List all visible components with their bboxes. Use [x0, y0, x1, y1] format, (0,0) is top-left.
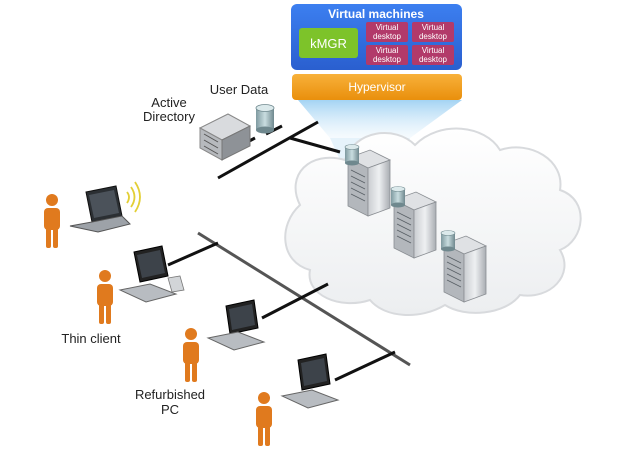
vm-panel-title: Virtual machines [328, 7, 424, 21]
network-link-client2 [261, 282, 329, 320]
network-link-cloud [289, 136, 341, 154]
vd-text: Virtual [376, 23, 399, 32]
hypervisor-label: Hypervisor [348, 80, 405, 94]
wifi-icon [126, 181, 141, 213]
virtual-desktop-4: Virtual desktop [412, 45, 454, 65]
network-backbone-main [197, 231, 411, 367]
laptop-icon [69, 185, 131, 233]
hypervisor-bar: Hypervisor [292, 74, 462, 100]
kmgr-label: kMGR [310, 36, 347, 51]
active-directory-label-1: Active [151, 95, 186, 110]
vd-text: desktop [373, 55, 402, 64]
virtual-desktop-1: Virtual desktop [366, 22, 408, 42]
network-link-client3 [334, 350, 396, 382]
refurbished-pc-label-1: Refurbished [135, 387, 205, 402]
refurbished-pc-label-2: PC [161, 402, 179, 417]
vd-text: Virtual [422, 46, 445, 55]
kmgr-box [299, 28, 358, 58]
server-icon-1 [344, 144, 392, 217]
server-icon-2 [390, 186, 438, 259]
thin-client-icon-1 [118, 245, 185, 303]
active-directory-label-2: Directory [143, 109, 196, 124]
virtual-machines-panel: Virtual machines kMGR Virtual desktop Vi… [291, 4, 462, 70]
connection-beam [298, 100, 462, 138]
virtual-desktop-3: Virtual desktop [366, 45, 408, 65]
network-link-client1 [167, 241, 219, 267]
active-directory-server-icon [198, 113, 252, 161]
vd-text: desktop [419, 55, 448, 64]
person-icon-1 [44, 194, 60, 248]
thin-client-icon-2 [206, 299, 266, 351]
person-icon-2 [97, 270, 113, 324]
refurbished-pc-icon [280, 353, 340, 409]
user-data-database-icon [255, 104, 275, 134]
vd-text: Virtual [422, 23, 445, 32]
person-icon-3 [183, 328, 199, 382]
user-data-label: User Data [210, 82, 269, 97]
vd-text: desktop [373, 32, 402, 41]
server-icon-3 [440, 230, 488, 303]
thin-client-label: Thin client [61, 331, 121, 346]
virtual-desktop-2: Virtual desktop [412, 22, 454, 42]
vd-text: Virtual [376, 46, 399, 55]
person-icon-4 [256, 392, 272, 446]
vd-text: desktop [419, 32, 448, 41]
network-lines [167, 120, 411, 382]
network-backbone-top [217, 120, 319, 180]
